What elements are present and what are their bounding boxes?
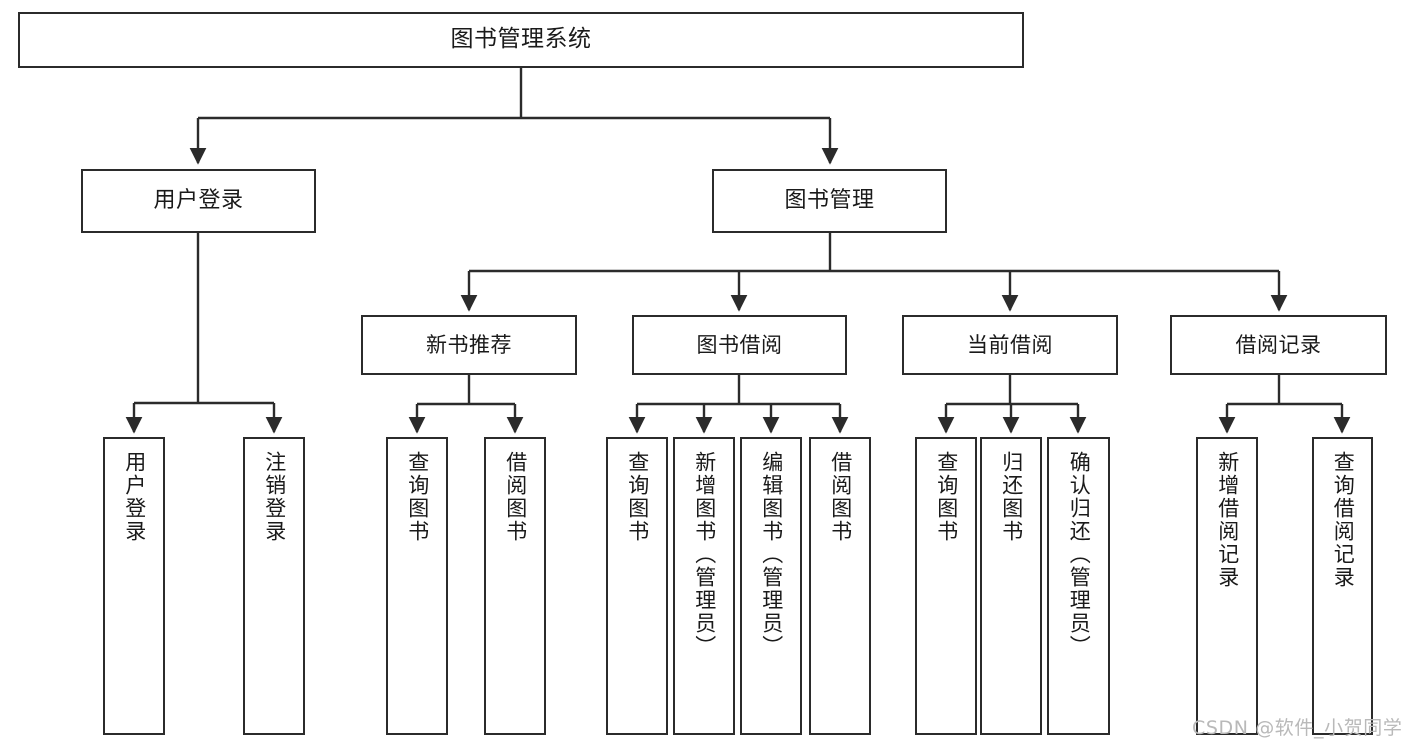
leaf-node[interactable]: 编辑图书（管理员）	[740, 437, 802, 735]
leaf-node[interactable]: 查询借阅记录	[1312, 437, 1373, 735]
leaf-node-label: 注销登录	[262, 451, 287, 543]
leaf-node[interactable]: 归还图书	[980, 437, 1042, 735]
node-current-borrow[interactable]: 当前借阅	[902, 315, 1118, 375]
leaf-node[interactable]: 查询图书	[915, 437, 977, 735]
leaf-node-label: 借阅图书	[503, 451, 528, 543]
node-root-label: 图书管理系统	[450, 26, 592, 53]
node-book-borrow-label: 图书借阅	[696, 332, 783, 357]
node-book-borrow[interactable]: 图书借阅	[632, 315, 847, 375]
csdn-watermark: CSDN @软件_小贺同学	[1192, 717, 1403, 739]
node-borrow-record-label: 借阅记录	[1235, 332, 1322, 357]
leaf-node-label: 查询图书	[625, 451, 650, 543]
node-user-login-label: 用户登录	[153, 188, 244, 214]
node-new-book-recommend[interactable]: 新书推荐	[361, 315, 577, 375]
leaf-node-label: 新增图书（管理员）	[692, 451, 717, 658]
node-user-login[interactable]: 用户登录	[81, 169, 316, 233]
leaf-node[interactable]: 借阅图书	[484, 437, 546, 735]
leaf-node-label: 查询图书	[405, 451, 430, 543]
node-new-book-recommend-label: 新书推荐	[426, 332, 512, 357]
node-current-borrow-label: 当前借阅	[967, 332, 1053, 357]
leaf-node-label: 确认归还（管理员）	[1067, 451, 1092, 658]
leaf-node-label: 查询借阅记录	[1331, 451, 1356, 589]
leaf-node[interactable]: 注销登录	[243, 437, 305, 735]
leaf-node[interactable]: 新增借阅记录	[1196, 437, 1258, 735]
leaf-node[interactable]: 查询图书	[386, 437, 448, 735]
leaf-node[interactable]: 借阅图书	[809, 437, 871, 735]
node-book-management-label: 图书管理	[784, 188, 875, 214]
leaf-node[interactable]: 新增图书（管理员）	[673, 437, 735, 735]
leaf-node-label: 归还图书	[999, 451, 1024, 543]
leaf-node[interactable]: 用户登录	[103, 437, 165, 735]
leaf-node-label: 查询图书	[934, 451, 959, 543]
leaf-node-label: 编辑图书（管理员）	[759, 451, 784, 658]
leaf-node-label: 借阅图书	[828, 451, 853, 543]
leaf-node-label: 用户登录	[122, 451, 147, 543]
node-borrow-record[interactable]: 借阅记录	[1170, 315, 1387, 375]
node-root[interactable]: 图书管理系统	[18, 12, 1024, 68]
leaf-node[interactable]: 查询图书	[606, 437, 668, 735]
leaf-node-label: 新增借阅记录	[1215, 451, 1240, 589]
leaf-node[interactable]: 确认归还（管理员）	[1047, 437, 1110, 735]
node-book-management[interactable]: 图书管理	[712, 169, 947, 233]
